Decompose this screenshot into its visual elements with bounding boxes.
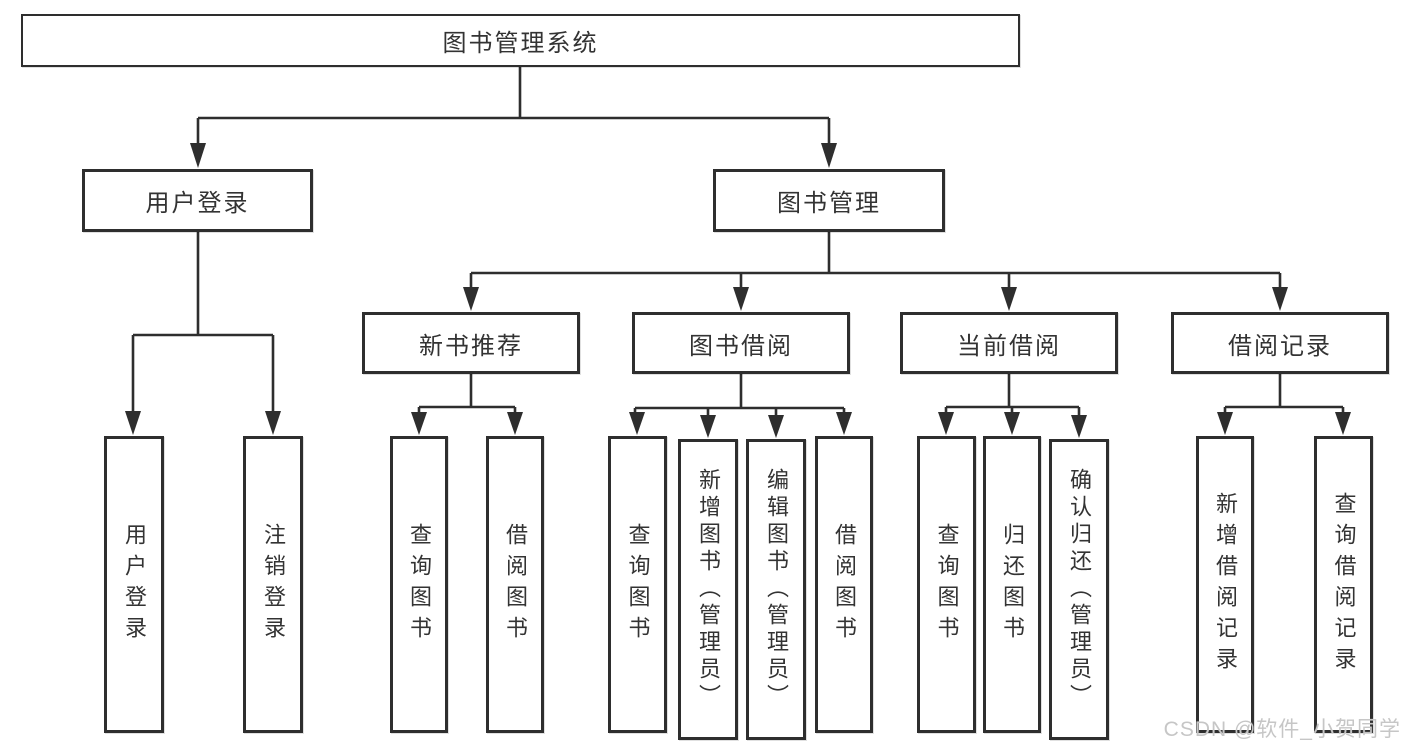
- leaf-rec-query-books-label: 查询图书: [407, 522, 432, 647]
- leaf-cb-confirm-return-admin-label: 确认归还（管理员）: [1067, 468, 1092, 711]
- leaf-br-query-record-label: 查询借阅记录: [1331, 491, 1357, 678]
- leaf-logout-label: 注销登录: [261, 522, 286, 647]
- node-new-book-recommend-label: 新书推荐: [419, 332, 523, 360]
- node-root-label: 图书管理系统: [442, 30, 599, 57]
- leaf-cb-query-books-label: 查询图书: [934, 522, 960, 647]
- leaf-rec-borrow-books-label: 借阅图书: [503, 522, 528, 647]
- node-root: 图书管理系统: [21, 14, 1020, 67]
- leaf-cb-confirm-return-admin: 确认归还（管理员）: [1049, 439, 1109, 740]
- leaf-br-add-record: 新增借阅记录: [1196, 436, 1254, 733]
- leaf-user-login: 用户登录: [104, 436, 164, 733]
- node-book-management: 图书管理: [713, 169, 945, 232]
- leaf-rec-query-books: 查询图书: [390, 436, 448, 733]
- leaf-br-add-record-label: 新增借阅记录: [1213, 491, 1238, 678]
- leaf-cb-return-books: 归还图书: [983, 436, 1041, 733]
- node-user-login: 用户登录: [82, 169, 313, 232]
- leaf-rec-borrow-books: 借阅图书: [486, 436, 544, 733]
- node-book-borrow-label: 图书借阅: [689, 332, 793, 360]
- leaf-bb-borrow-books-label: 借阅图书: [832, 522, 857, 647]
- leaf-bb-edit-books-admin-label: 编辑图书（管理员）: [764, 468, 789, 711]
- leaf-logout: 注销登录: [243, 436, 303, 733]
- leaf-bb-add-books-admin: 新增图书（管理员）: [678, 439, 738, 740]
- node-borrow-records: 借阅记录: [1171, 312, 1389, 374]
- leaf-user-login-label: 用户登录: [122, 522, 147, 647]
- leaf-bb-edit-books-admin: 编辑图书（管理员）: [746, 439, 806, 740]
- leaf-bb-query-books: 查询图书: [608, 436, 667, 733]
- node-current-borrow: 当前借阅: [900, 312, 1118, 374]
- leaf-br-query-record: 查询借阅记录: [1314, 436, 1373, 733]
- leaf-cb-return-books-label: 归还图书: [1000, 522, 1025, 647]
- leaf-bb-borrow-books: 借阅图书: [815, 436, 873, 733]
- node-user-login-label: 用户登录: [145, 190, 250, 217]
- leaf-cb-query-books: 查询图书: [917, 436, 976, 733]
- leaf-bb-add-books-admin-label: 新增图书（管理员）: [696, 468, 721, 711]
- node-current-borrow-label: 当前借阅: [957, 332, 1061, 360]
- node-book-management-label: 图书管理: [777, 190, 881, 217]
- leaf-bb-query-books-label: 查询图书: [625, 522, 651, 647]
- node-borrow-records-label: 借阅记录: [1228, 332, 1332, 360]
- node-new-book-recommend: 新书推荐: [362, 312, 580, 374]
- node-book-borrow: 图书借阅: [632, 312, 850, 374]
